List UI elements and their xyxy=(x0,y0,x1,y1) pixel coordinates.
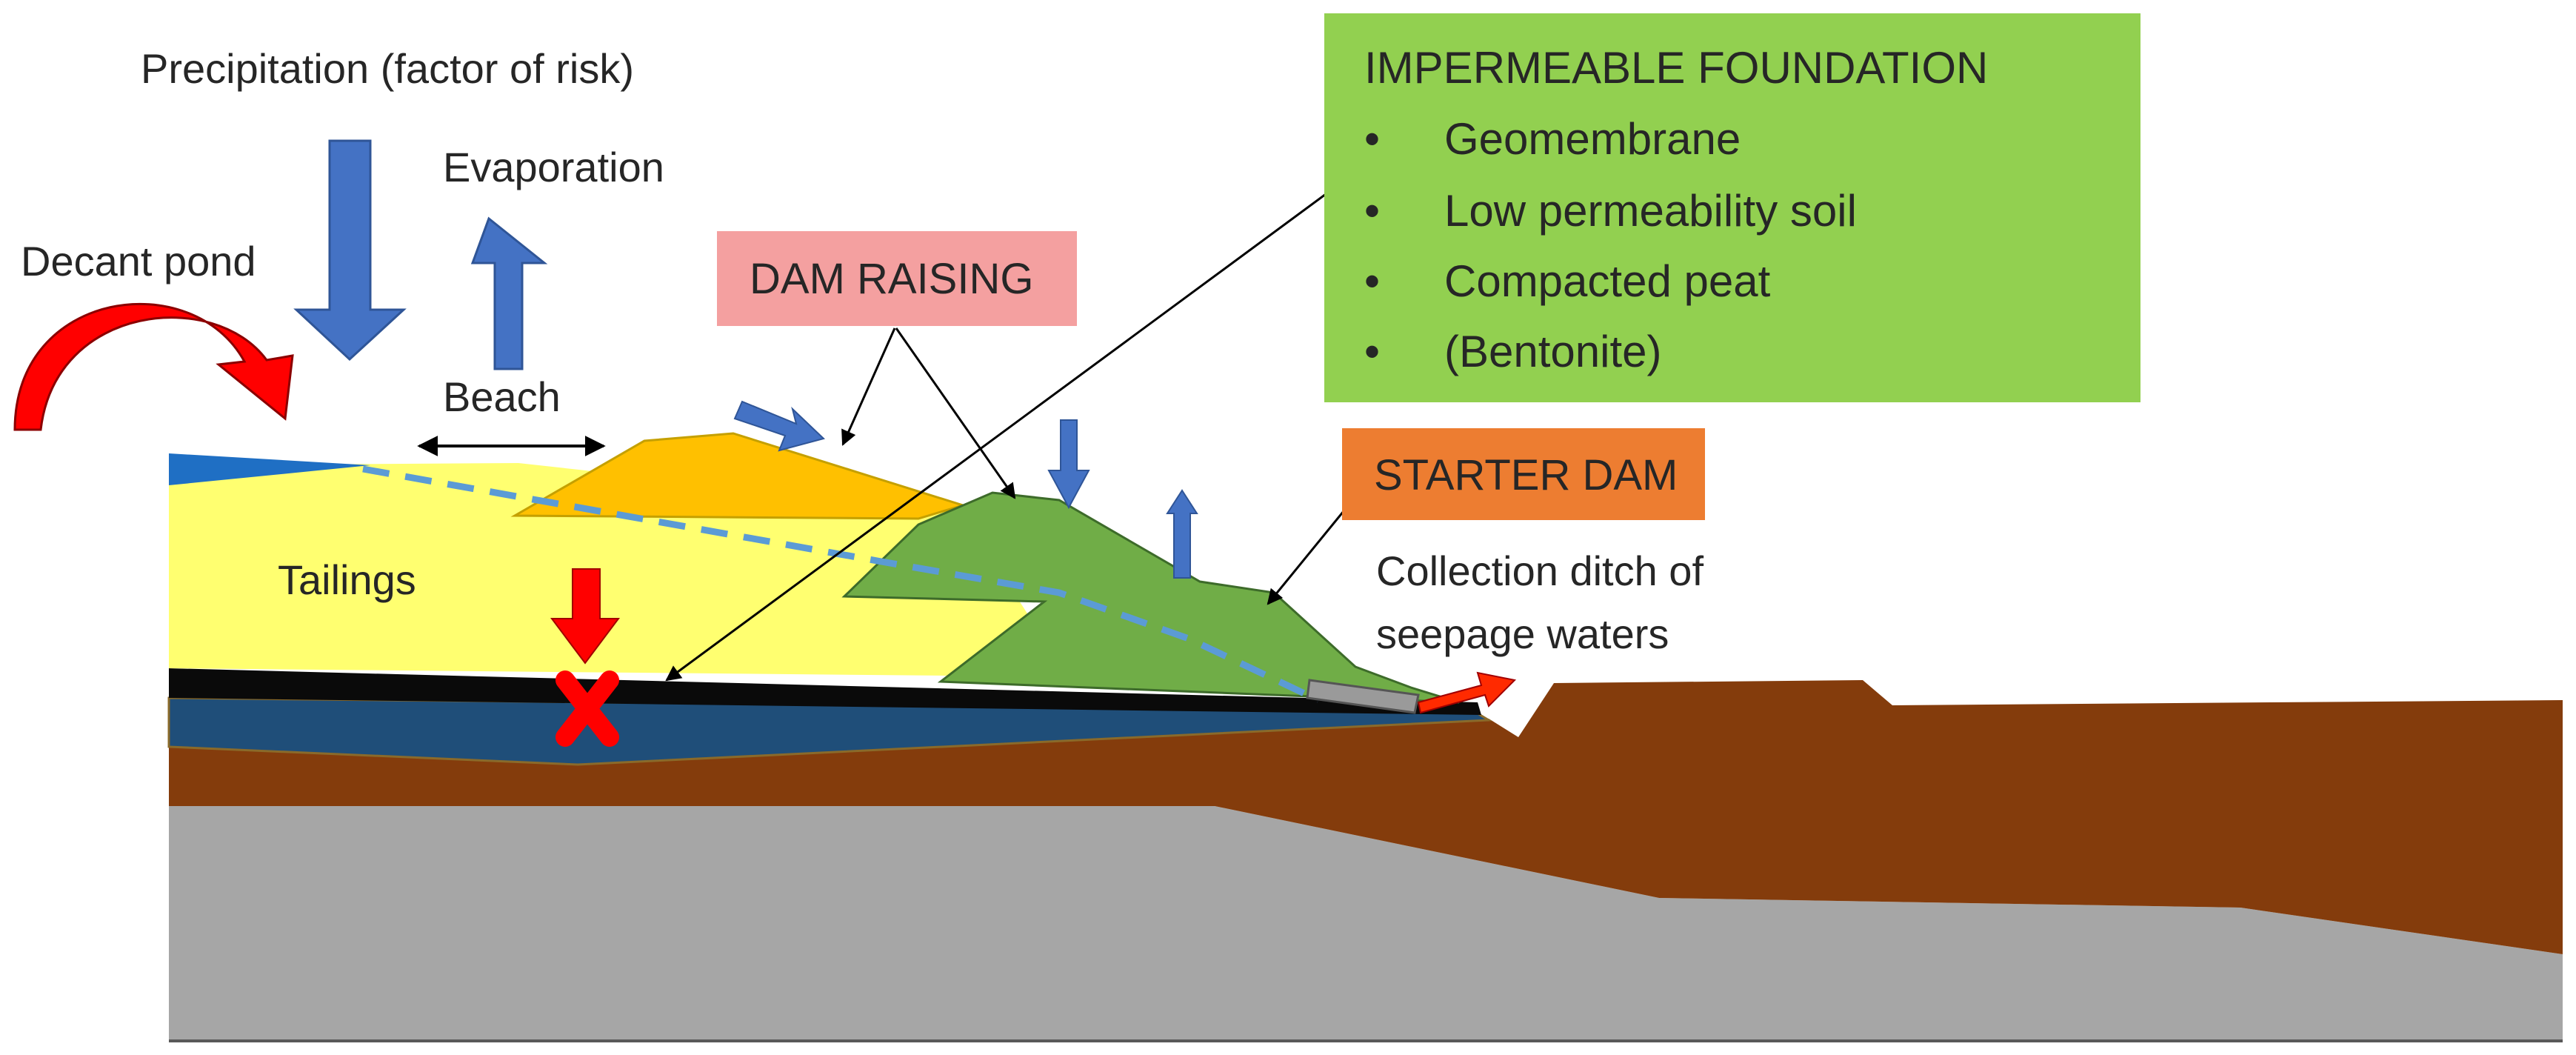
dam-precipitation-arrow xyxy=(1047,419,1090,510)
evaporation-label: Evaporation xyxy=(443,144,664,190)
foundation-leader xyxy=(665,193,1327,682)
seepage-outflow-arrow xyxy=(1417,671,1517,714)
precipitation-label: Precipitation (factor of risk) xyxy=(141,45,634,92)
precipitation-arrow xyxy=(293,139,407,362)
dam-raising-box xyxy=(717,231,1077,326)
dam-evaporation-arrow xyxy=(1166,489,1198,579)
seepage-waters-label: seepage waters xyxy=(1376,610,1669,657)
phreatic-line xyxy=(362,465,1320,704)
bedrock-layer xyxy=(169,806,2563,1041)
tailings-label: Tailings xyxy=(278,556,416,603)
bullet-item: Low permeability soil xyxy=(1444,186,1857,236)
starter-dam-text: STARTER DAM xyxy=(1374,451,1678,499)
impermeable-foundation-box xyxy=(1324,13,2140,402)
dam-inflow-arrow xyxy=(733,400,825,452)
bullet-item: (Bentonite) xyxy=(1444,327,1662,376)
blocked-x-icon xyxy=(555,670,619,747)
bullet-marker: • xyxy=(1364,114,1380,164)
bullet-marker: • xyxy=(1364,186,1380,236)
foundation-membrane xyxy=(169,668,1481,715)
bullet-item: Compacted peat xyxy=(1444,256,1771,306)
bullet-item: Geomembrane xyxy=(1444,114,1741,164)
starter-dam-shape xyxy=(841,491,1460,704)
drain-pipe xyxy=(1306,679,1420,714)
evaporation-arrow xyxy=(470,216,548,370)
decant-pond-arrow xyxy=(13,302,294,431)
decant-pond-label: Decant pond xyxy=(21,238,256,284)
dam-raising-text: DAM RAISING xyxy=(750,255,1034,303)
starter-dam-box xyxy=(1342,428,1705,520)
collection-ditch-label: Collection ditch of xyxy=(1376,548,1704,594)
impermeable-foundation-title: IMPERMEABLE FOUNDATION xyxy=(1364,43,1988,93)
bullet-marker: • xyxy=(1364,256,1380,306)
dam-raising-leader-1 xyxy=(841,327,896,446)
bullet-marker: • xyxy=(1364,327,1380,376)
blocked-seepage-arrow xyxy=(550,568,620,665)
dam-raising-shape xyxy=(510,432,967,520)
dam-raising-leader-2 xyxy=(895,327,1016,499)
decant-pond-water xyxy=(169,453,370,485)
beach-label: Beach xyxy=(443,373,561,420)
